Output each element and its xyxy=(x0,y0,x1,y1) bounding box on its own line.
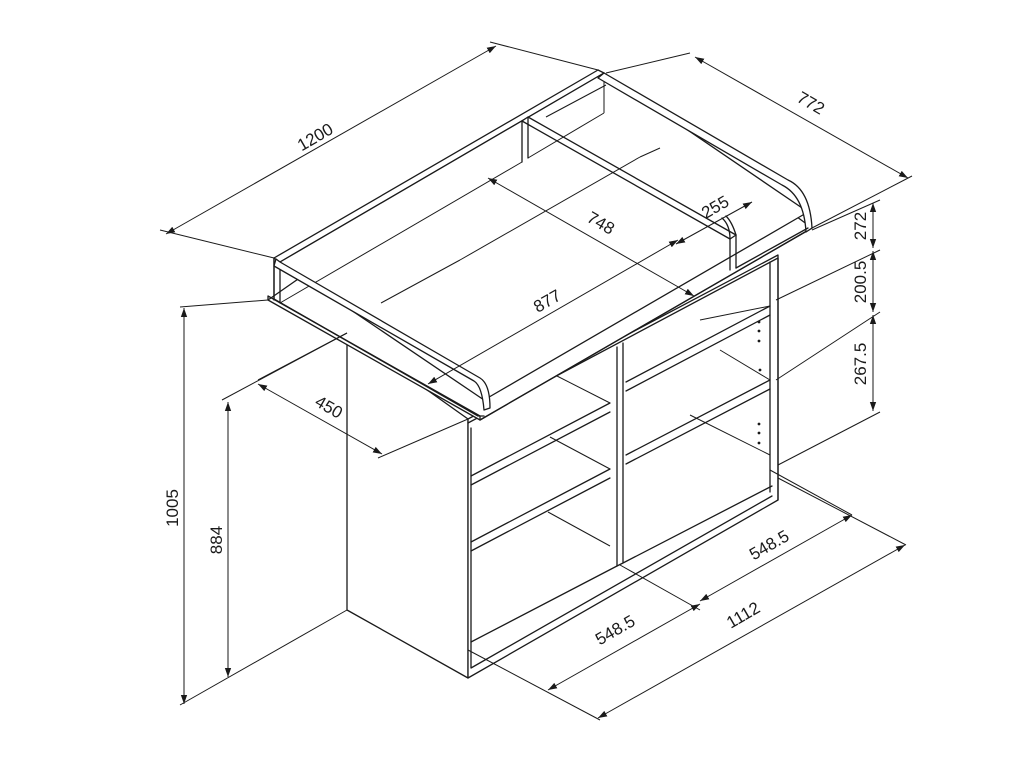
label-450: 450 xyxy=(312,392,346,423)
dim-line-450 xyxy=(257,383,383,455)
dim-line-877 xyxy=(427,239,679,385)
dim-line-255 xyxy=(675,201,753,245)
dim-line-772 xyxy=(694,56,909,179)
label-772: 772 xyxy=(794,88,828,119)
dim-line-1200 xyxy=(165,45,497,235)
label-1200: 1200 xyxy=(294,120,336,155)
label-884: 884 xyxy=(207,526,226,554)
dim-line-1112 xyxy=(597,544,906,719)
label-272: 272 xyxy=(851,212,870,240)
right-shelf-lower xyxy=(625,379,771,456)
label-548-5-left: 548.5 xyxy=(592,611,638,649)
label-200-5: 200.5 xyxy=(851,261,870,304)
label-267-5: 267.5 xyxy=(851,343,870,386)
right-rail xyxy=(597,72,813,233)
label-1005: 1005 xyxy=(163,489,182,527)
left-shelf-lower xyxy=(470,468,611,543)
dimension-lines xyxy=(159,41,913,721)
left-shelf-upper xyxy=(470,402,611,477)
label-1112: 1112 xyxy=(723,598,763,632)
label-548-5-right: 548.5 xyxy=(746,526,792,564)
